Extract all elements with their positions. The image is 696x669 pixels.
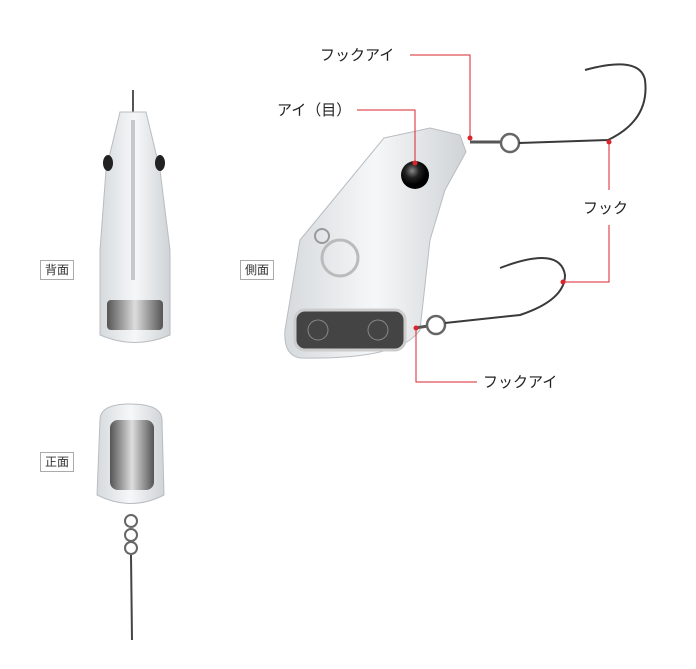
side-view-lure [284,63,647,359]
front-view-lure [96,403,165,641]
callout-hook-eye-bottom: フックアイ [483,373,558,391]
back-view-lure [99,90,171,343]
label-front-view: 正面 [40,452,75,472]
callout-leaders [357,54,610,383]
label-back-view: 背面 [40,260,75,280]
callout-hook: フック [583,199,629,217]
callout-hook-eye-top: フックアイ [320,46,395,64]
eye-ball [401,161,429,189]
callout-eye: アイ（目） [277,101,352,119]
label-side-view: 側面 [240,260,275,280]
